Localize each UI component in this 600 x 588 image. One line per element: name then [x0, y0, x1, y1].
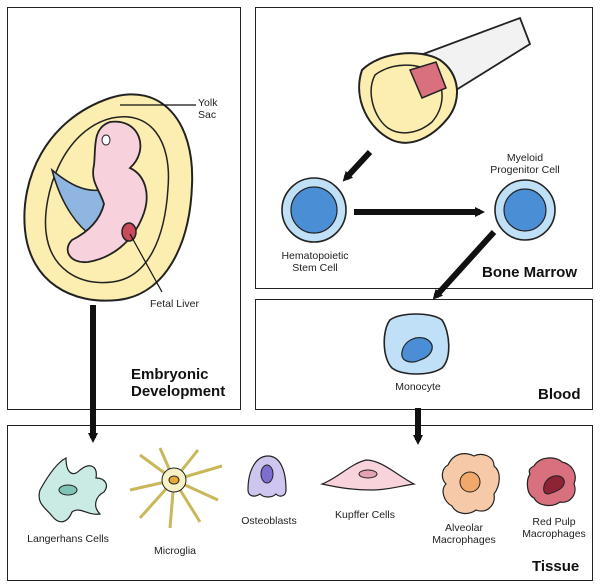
embryo-eye [101, 134, 111, 146]
kupffer-cell [319, 459, 416, 491]
monocyte-cell [383, 313, 450, 375]
fetal-liver-label: Fetal Liver [150, 298, 200, 310]
microglia-cell [129, 447, 223, 529]
tissue-cell-label: Osteoblasts [241, 515, 297, 527]
osteoblast-cell [247, 455, 287, 498]
fetal-liver-shape [121, 222, 137, 242]
alveolar-macrophage-cell [441, 453, 500, 515]
arrow-bone-to-hsc [342, 149, 373, 182]
tissue-cell-label: Microglia [153, 545, 196, 557]
arrow-myeloid-to-monocyte [432, 229, 497, 300]
blood-title: Blood [538, 386, 581, 403]
hsc-cell [281, 177, 347, 243]
tissue-cell-label: Langerhans Cells [27, 533, 109, 545]
tissue-cell-label: Kupffer Cells [335, 509, 395, 521]
bone-illustration [358, 16, 532, 144]
langerhans-cell [38, 457, 108, 523]
tissue-title: Tissue [532, 558, 580, 575]
tissue-panel [7, 425, 593, 581]
fetal-liver-pointer [129, 233, 163, 293]
red-pulp-macrophage-cell [526, 457, 576, 507]
monocyte-label: Monocyte [395, 381, 441, 393]
myeloid-progenitor-cell [494, 179, 556, 241]
bone-marrow-title: Bone Marrow [482, 264, 578, 281]
